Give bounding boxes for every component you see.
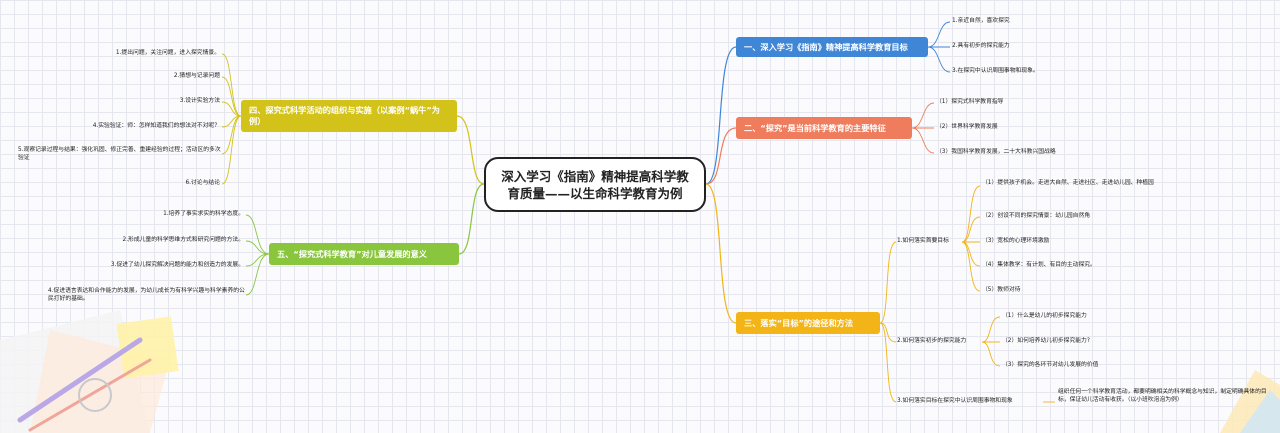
sticky-note-decoration-icon [1220, 370, 1280, 433]
branch-organization-label: 四、探究式科学活动的组织与实施（以案例“蜗牛”为例） [249, 105, 440, 126]
branch-inquiry-features-label: 二、“探究”是当前科学教育的主要特征 [744, 122, 886, 133]
branch-methods[interactable]: 三、落实“目标”的途径和方法 [736, 312, 880, 334]
b1-leaf-3[interactable]: 3.在探究中认识周围事物和现象。 [952, 68, 1039, 74]
branch-inquiry-features[interactable]: 二、“探究”是当前科学教育的主要特征 [736, 117, 912, 139]
branch-goals[interactable]: 一、深入学习《指南》精神提高科学教育目标 [736, 37, 928, 57]
b3-sub2-leaf-3[interactable]: （3）探究的各环节对幼儿发展的价值 [1002, 362, 1099, 368]
branch-methods-label: 三、落实“目标”的途径和方法 [744, 317, 854, 328]
b5-leaf-1[interactable]: 1.培养了事实求实的科学态度。 [163, 211, 244, 217]
b1-leaf-1[interactable]: 1.亲近自然，喜欢探究 [952, 18, 1010, 24]
b3-sub3-note[interactable]: 组织任何一个科学教育活动，都要明确相关的科学概念与知识，制定明确具体的目标，保证… [1058, 389, 1267, 403]
branch-goals-label: 一、深入学习《指南》精神提高科学教育目标 [744, 41, 908, 52]
b2-leaf-2[interactable]: （2）世界科学教育发展 [936, 124, 998, 130]
b3-sub-1[interactable]: 1.如何落实首要目标 [897, 238, 949, 244]
b3-sub1-leaf-5[interactable]: （5）教师对待 [982, 287, 1021, 293]
link-b1 [705, 46, 737, 185]
b4-leaf-6[interactable]: 6.讨论与结论 [185, 180, 220, 186]
b2-leaf-3[interactable]: （3）我国科学教育发展，二十大科教兴国战略 [936, 149, 1056, 155]
branch-significance[interactable]: 五、“探究式科学教育”对儿童发展的意义 [269, 243, 459, 265]
link-b5 [458, 183, 485, 255]
b3-sub2-leaf-2[interactable]: （2）如何培养幼儿初步探究能力? [1002, 338, 1090, 344]
b3-sub1-leaf-4[interactable]: （4）集体教学：有计划、有目的主动探究。 [982, 262, 1096, 268]
b5-leaf-3[interactable]: 3.促进了幼儿探究解决问题的能力和创造力的发展。 [110, 262, 244, 268]
b4-leaf-1[interactable]: 1.提出问题，关注问题，进入探究情景。 [115, 50, 220, 56]
b3-sub-3[interactable]: 3.如何落实目标在探究中认识周围事物和现象 [897, 398, 1013, 404]
b1-leaf-2[interactable]: 2.具有初步的探究能力 [952, 43, 1010, 49]
b4-leaf-5[interactable]: 5.观察记录过程与结果：强化巩固、修正完善、重建经验的过程；活动区的多次验证 [18, 147, 221, 161]
b3-sub-2[interactable]: 2.如何落实初步的探究能力 [897, 338, 967, 344]
b5-leaf-2[interactable]: 2.形成儿童的科学思维方式和研究问题的方法。 [122, 237, 244, 243]
branch-significance-label: 五、“探究式科学教育”对儿童发展的意义 [277, 248, 427, 259]
notebook-decoration-icon [0, 310, 179, 433]
link-b3 [705, 183, 737, 324]
link-b2 [705, 127, 737, 185]
b3-sub2-leaf-1[interactable]: （1）什么是幼儿的初步探究能力 [1002, 313, 1087, 319]
central-topic-label: 深入学习《指南》精神提高科学教育质量——以生命科学教育为例 [501, 168, 689, 201]
b3-sub1-leaf-2[interactable]: （2）创设不同的探究情景：幼儿园自然角 [982, 213, 1091, 219]
branch-organization[interactable]: 四、探究式科学活动的组织与实施（以案例“蜗牛”为例） [241, 100, 457, 132]
b5-leaf-4[interactable]: 4.促进语言表达和合作能力的发展，为幼儿成长为有科学兴趣与科学素养的公民打好的基… [48, 288, 245, 302]
central-topic[interactable]: 深入学习《指南》精神提高科学教育质量——以生命科学教育为例 [484, 157, 706, 212]
b3-sub1-leaf-1[interactable]: （1）提供孩子机会。走进大自然、走进社区、走进幼儿园、种植园 [982, 180, 1154, 186]
b4-leaf-4[interactable]: 4.实验验证：师：怎样知道我们的想法对不对呢？ [92, 123, 220, 129]
b4-leaf-3[interactable]: 3.设计实验方法 [179, 98, 220, 104]
b3-sub1-leaf-3[interactable]: （3）宽松的心理环境激励 [982, 238, 1050, 244]
b2-leaf-1[interactable]: （1）探究式科学教育指导 [936, 99, 1004, 105]
link-b4 [456, 115, 485, 185]
b4-leaf-2[interactable]: 2.猜想与记录问题 [173, 73, 220, 79]
